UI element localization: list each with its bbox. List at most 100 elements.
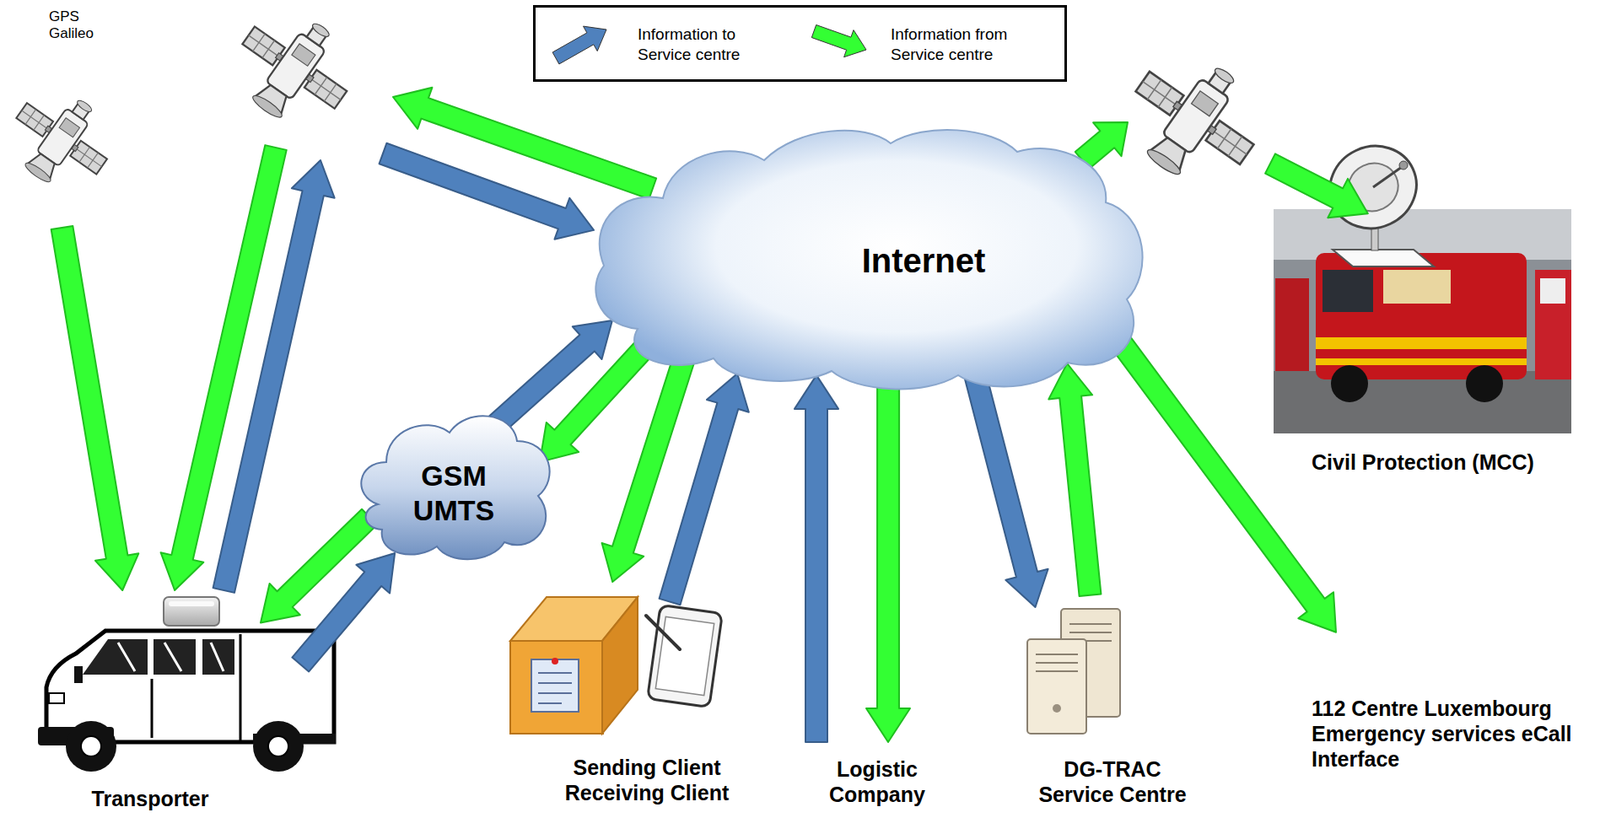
node-label: GPS Galileo xyxy=(48,8,110,44)
van-illustration-part xyxy=(163,597,220,626)
civil-protection-photo-part xyxy=(1465,365,1504,403)
node-label: 112 Centre Luxembourg Emergency services… xyxy=(1311,695,1590,772)
transporter-node: Transporter xyxy=(30,590,338,823)
gsm-cloud: GSM UMTS xyxy=(352,403,557,562)
parcel-icon-part xyxy=(531,659,579,712)
cloud-outline xyxy=(360,415,550,560)
node-label: Civil Protection (MCC) xyxy=(1271,449,1575,475)
civil-protection-photo xyxy=(1273,209,1572,434)
satellite-icon-part xyxy=(1108,35,1279,203)
legend-swatch xyxy=(811,25,867,58)
legend-box: Information to Service centre Information… xyxy=(533,5,1067,82)
tablet-icon xyxy=(647,604,723,707)
civil-protection-photo-part xyxy=(1273,209,1572,260)
legend-swatch xyxy=(552,26,607,65)
flow-arrow-segment xyxy=(659,373,749,605)
civil-protection-photo-part xyxy=(1330,365,1369,403)
satellite-icon-part xyxy=(0,75,127,205)
server-icon-part xyxy=(1027,639,1087,734)
civil-protection-node: Civil Protection (MCC) xyxy=(1269,139,1578,478)
van-illustration-part xyxy=(65,721,117,772)
satellite-icon xyxy=(218,0,370,143)
parcel-icon xyxy=(510,597,638,734)
legend-item: Information from Service centre xyxy=(808,19,1039,71)
flow-arrow xyxy=(161,87,658,591)
flow-arrow xyxy=(964,372,1049,608)
civil-protection-photo-part xyxy=(1275,278,1310,372)
van-illustration-part xyxy=(153,639,196,675)
internet-cloud: Internet xyxy=(587,122,1148,388)
client-node: Sending Client Receiving Client xyxy=(522,581,772,831)
van-illustration-part xyxy=(82,639,148,675)
legend-label: Information from Service centre xyxy=(890,24,1035,65)
flow-arrow xyxy=(539,342,652,463)
satellite-node: GPS Galileo xyxy=(10,6,114,228)
satellite-dish-icon-part xyxy=(1332,249,1434,267)
satellite-icon-part xyxy=(218,0,370,143)
civil-protection-photo-part xyxy=(1540,278,1566,304)
van-illustration-part xyxy=(118,642,224,672)
civil-protection-photo-part xyxy=(1535,269,1572,380)
civil-protection-photo-part xyxy=(1383,269,1451,304)
flow-arrow xyxy=(51,226,140,591)
emergency-centre-node: 112 Centre Luxembourg Emergency services… xyxy=(1307,624,1595,831)
flow-arrow-segment xyxy=(794,375,839,743)
node-label: GSM UMTS xyxy=(403,458,505,528)
flow-arrow-segment xyxy=(51,226,140,591)
server-icon xyxy=(1027,608,1121,734)
node-label: Logistic Company xyxy=(809,756,945,808)
civil-protection-photo-part xyxy=(1273,371,1572,434)
civil-protection-photo-part xyxy=(1322,269,1374,313)
satellite-dish-icon-part xyxy=(1373,167,1402,188)
flow-arrow-segment xyxy=(260,509,378,624)
van-illustration-part xyxy=(74,666,83,684)
legend-label: Information to Service centre xyxy=(637,24,782,65)
civil-protection-photo-part xyxy=(1273,209,1572,434)
van-illustration-part xyxy=(253,721,304,772)
satellite-icon xyxy=(0,75,127,205)
flow-arrow xyxy=(260,509,378,624)
flow-arrow xyxy=(1048,363,1101,597)
node-label: Sending Client Receiving Client xyxy=(545,754,749,806)
flow-arrow-segment xyxy=(539,342,652,463)
server-icon-part xyxy=(1035,654,1078,672)
flow-arrow-segment xyxy=(393,87,657,200)
legend-swatch-frame xyxy=(808,19,872,67)
van-illustration-part xyxy=(151,634,241,741)
van-illustration-part xyxy=(268,736,289,757)
logistic-node: Logistic Company xyxy=(792,742,962,831)
flow-arrow-segment xyxy=(161,145,287,591)
civil-protection-photo-part xyxy=(1315,337,1527,350)
satellite-dish-icon-part xyxy=(1399,161,1408,170)
tablet-icon-part xyxy=(647,604,723,707)
flow-arrow-segment xyxy=(866,379,911,743)
tablet-icon-part xyxy=(655,616,714,695)
van-illustration-part xyxy=(168,601,215,607)
van-illustration xyxy=(37,597,336,772)
flow-arrow xyxy=(659,373,749,605)
flow-arrow-segment xyxy=(1265,153,1369,218)
parcel-icon-part xyxy=(510,641,604,734)
civil-protection-photo-part xyxy=(1315,358,1527,366)
legend-item: Information to Service centre xyxy=(550,19,786,71)
node-label: DG-TRAC Service Centre xyxy=(1028,756,1197,808)
van-illustration-part xyxy=(80,736,102,757)
van-illustration-part xyxy=(48,693,65,704)
flow-arrow-segment xyxy=(1088,304,1337,633)
parcel-icon-part xyxy=(551,657,559,665)
legend-swatch-frame xyxy=(550,19,614,67)
flow-arrow-segment xyxy=(964,372,1049,608)
stylus-icon xyxy=(646,615,680,650)
service-centre-node: DG-TRAC Service Centre xyxy=(1012,590,1223,831)
civil-protection-photo-part xyxy=(1315,253,1527,380)
parcel-icon-part xyxy=(538,673,572,704)
cloud-outline xyxy=(595,129,1143,389)
server-icon-part xyxy=(1052,704,1062,713)
flow-arrow-segment xyxy=(1048,363,1101,597)
flow-arrow xyxy=(866,379,911,743)
flow-arrow xyxy=(1088,304,1337,633)
satellite-icon xyxy=(1108,35,1279,203)
parcel-icon-part xyxy=(602,597,638,734)
node-label: Internet xyxy=(813,240,1034,281)
